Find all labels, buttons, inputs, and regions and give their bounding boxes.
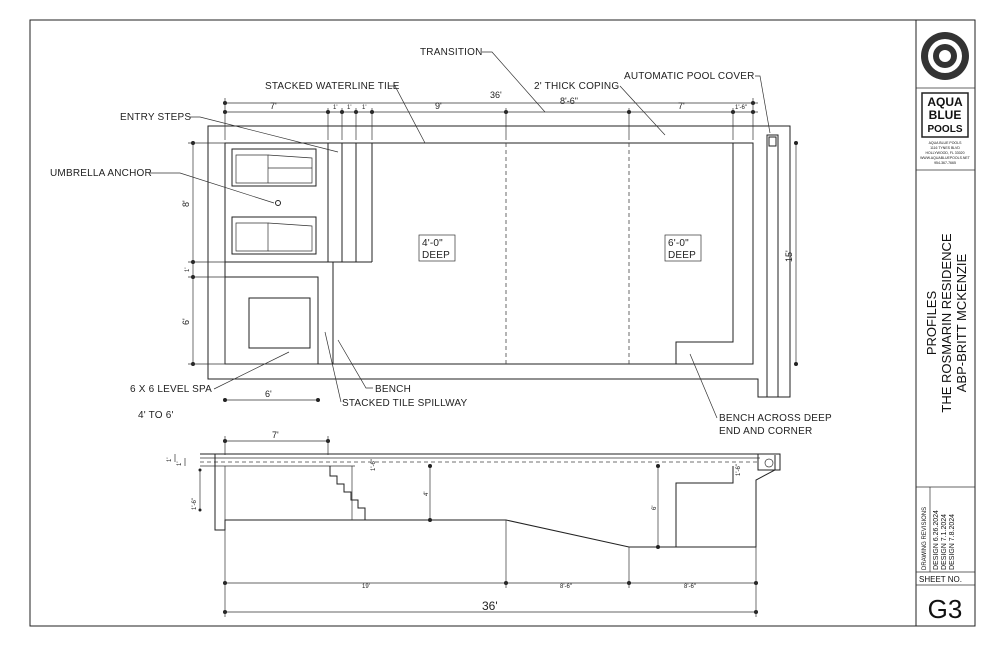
pool-cover-vault	[766, 134, 779, 398]
dim-spa-width: 6'	[265, 389, 272, 399]
label-bench-deep-1: BENCH ACROSS DEEP	[719, 413, 832, 424]
company-info-2: 1116 TYNES BLVD	[930, 146, 960, 150]
label-spa: 6 X 6 LEVEL SPA	[130, 384, 212, 395]
profile-steps	[329, 466, 366, 520]
company-info-5: 954-367-7665	[934, 161, 956, 165]
logo-text-blue: BLUE	[929, 108, 962, 122]
deep-depth-box	[664, 234, 702, 262]
title-block: AQUA BLUE POOLS AQUA BLUE POOLS 1116 TYN…	[916, 32, 975, 624]
dim-profile-8-6a: 8'-6"	[560, 584, 572, 590]
deep-depth-value: 6'-0"	[668, 238, 689, 249]
dim-left-1: 1'	[185, 268, 191, 272]
shallow-depth-value: 4'-0"	[422, 238, 443, 249]
company-info-4: WWW.AQUABLUEPOOLS.NET	[920, 156, 971, 160]
lounger-1	[231, 148, 317, 187]
label-transition: TRANSITION	[420, 47, 483, 58]
lounger-2	[231, 216, 317, 255]
dim-top-1b: 1'	[347, 105, 351, 111]
dim-top-1c: 1'	[362, 105, 366, 111]
dim-profile-total: 36'	[482, 599, 498, 613]
deep-bench	[675, 143, 734, 364]
label-bench: BENCH	[375, 384, 411, 395]
shallow-depth-label: DEEP	[422, 250, 450, 261]
spillway-hatch	[224, 261, 334, 365]
dim-top-total: 36'	[490, 90, 502, 100]
label-bench-deep-2: END AND CORNER	[719, 426, 812, 437]
sheet-number: G3	[928, 594, 963, 624]
revisions-header: DRAWING REVISIONS	[922, 507, 928, 570]
label-pool-cover: AUTOMATIC POOL COVER	[624, 71, 755, 82]
label-entry-steps: ENTRY STEPS	[120, 112, 191, 123]
logo-text-pools: POOLS	[927, 124, 962, 135]
profile-cover-box	[757, 453, 781, 471]
label-waterline-tile: STACKED WATERLINE TILE	[265, 81, 400, 92]
dim-top-7b: 7'	[678, 101, 685, 111]
dim-top-7a: 7'	[270, 101, 277, 111]
dim-profile-ht3: 1'-6"	[192, 498, 198, 510]
dim-top-8-6: 8'-6"	[560, 96, 578, 106]
dim-profile-ht1: 1'	[167, 458, 173, 462]
top-dim-ticks	[223, 98, 755, 140]
profile-deep-bench	[675, 466, 734, 547]
dim-right-15: 15'	[784, 250, 794, 262]
label-spa-depth: 4' TO 6'	[138, 410, 174, 421]
profile-outline	[214, 454, 776, 548]
dim-profile-4: 4'	[424, 492, 430, 496]
callout-leaders	[150, 51, 771, 419]
label-spillway: STACKED TILE SPILLWAY	[342, 398, 467, 409]
dim-left-8: 8'	[181, 200, 191, 207]
profile-view: 7' 4' 1'-6" 6' 1'-6"	[167, 430, 781, 617]
dim-profile-1-6b: 1'-6"	[736, 464, 742, 476]
company-info-1: AQUA BLUE POOLS	[929, 141, 963, 145]
label-coping: 2' THICK COPING	[534, 81, 619, 92]
project-name: THE ROSMARIN RESIDENCE	[939, 233, 954, 412]
sheet-title: PROFILES	[924, 291, 939, 356]
sheet-border	[29, 19, 976, 627]
revision-3: DESIGN 7.8.2024	[949, 514, 956, 570]
dim-profile-19: 19'	[362, 584, 370, 590]
dim-top-1-6: 1'-6"	[735, 105, 747, 111]
company-seal-logo	[921, 32, 969, 80]
company-info-3: HOLLYWOOD, FL 33020	[925, 151, 964, 155]
revision-1: DESIGN 6.26.2024	[933, 510, 940, 570]
coping-outline	[207, 125, 791, 398]
dim-profile-8-6b: 8'-6"	[684, 584, 696, 590]
dim-profile-1-6a: 1'-6"	[371, 459, 377, 471]
dim-top-1a: 1'	[333, 105, 337, 111]
dim-top-9: 9'	[435, 101, 442, 111]
shallow-depth-box	[418, 234, 456, 262]
umbrella-anchor-mark	[275, 200, 281, 206]
revision-2: DESIGN 7.1.2024	[941, 514, 948, 570]
sheet-number-label: SHEET NO.	[919, 575, 962, 584]
plan-view: 36' 7' 1' 1' 1' 9' 8'-6" 7' 1'-6" 8' 1' …	[50, 47, 832, 437]
company-logo: AQUA BLUE POOLS	[921, 92, 969, 138]
dim-profile-6: 6'	[652, 506, 658, 510]
dim-left-6: 6'	[181, 318, 191, 325]
logo-text-aqua: AQUA	[927, 95, 963, 109]
spa-basin	[248, 297, 311, 349]
dim-profile-ht2: 1'	[177, 462, 183, 466]
deep-depth-label: DEEP	[668, 250, 696, 261]
dim-profile-7: 7'	[272, 430, 279, 440]
label-umbrella-anchor: UMBRELLA ANCHOR	[50, 168, 152, 179]
designer-name: ABP-BRITT MCKENZIE	[954, 253, 969, 392]
pool-outline	[224, 142, 754, 365]
